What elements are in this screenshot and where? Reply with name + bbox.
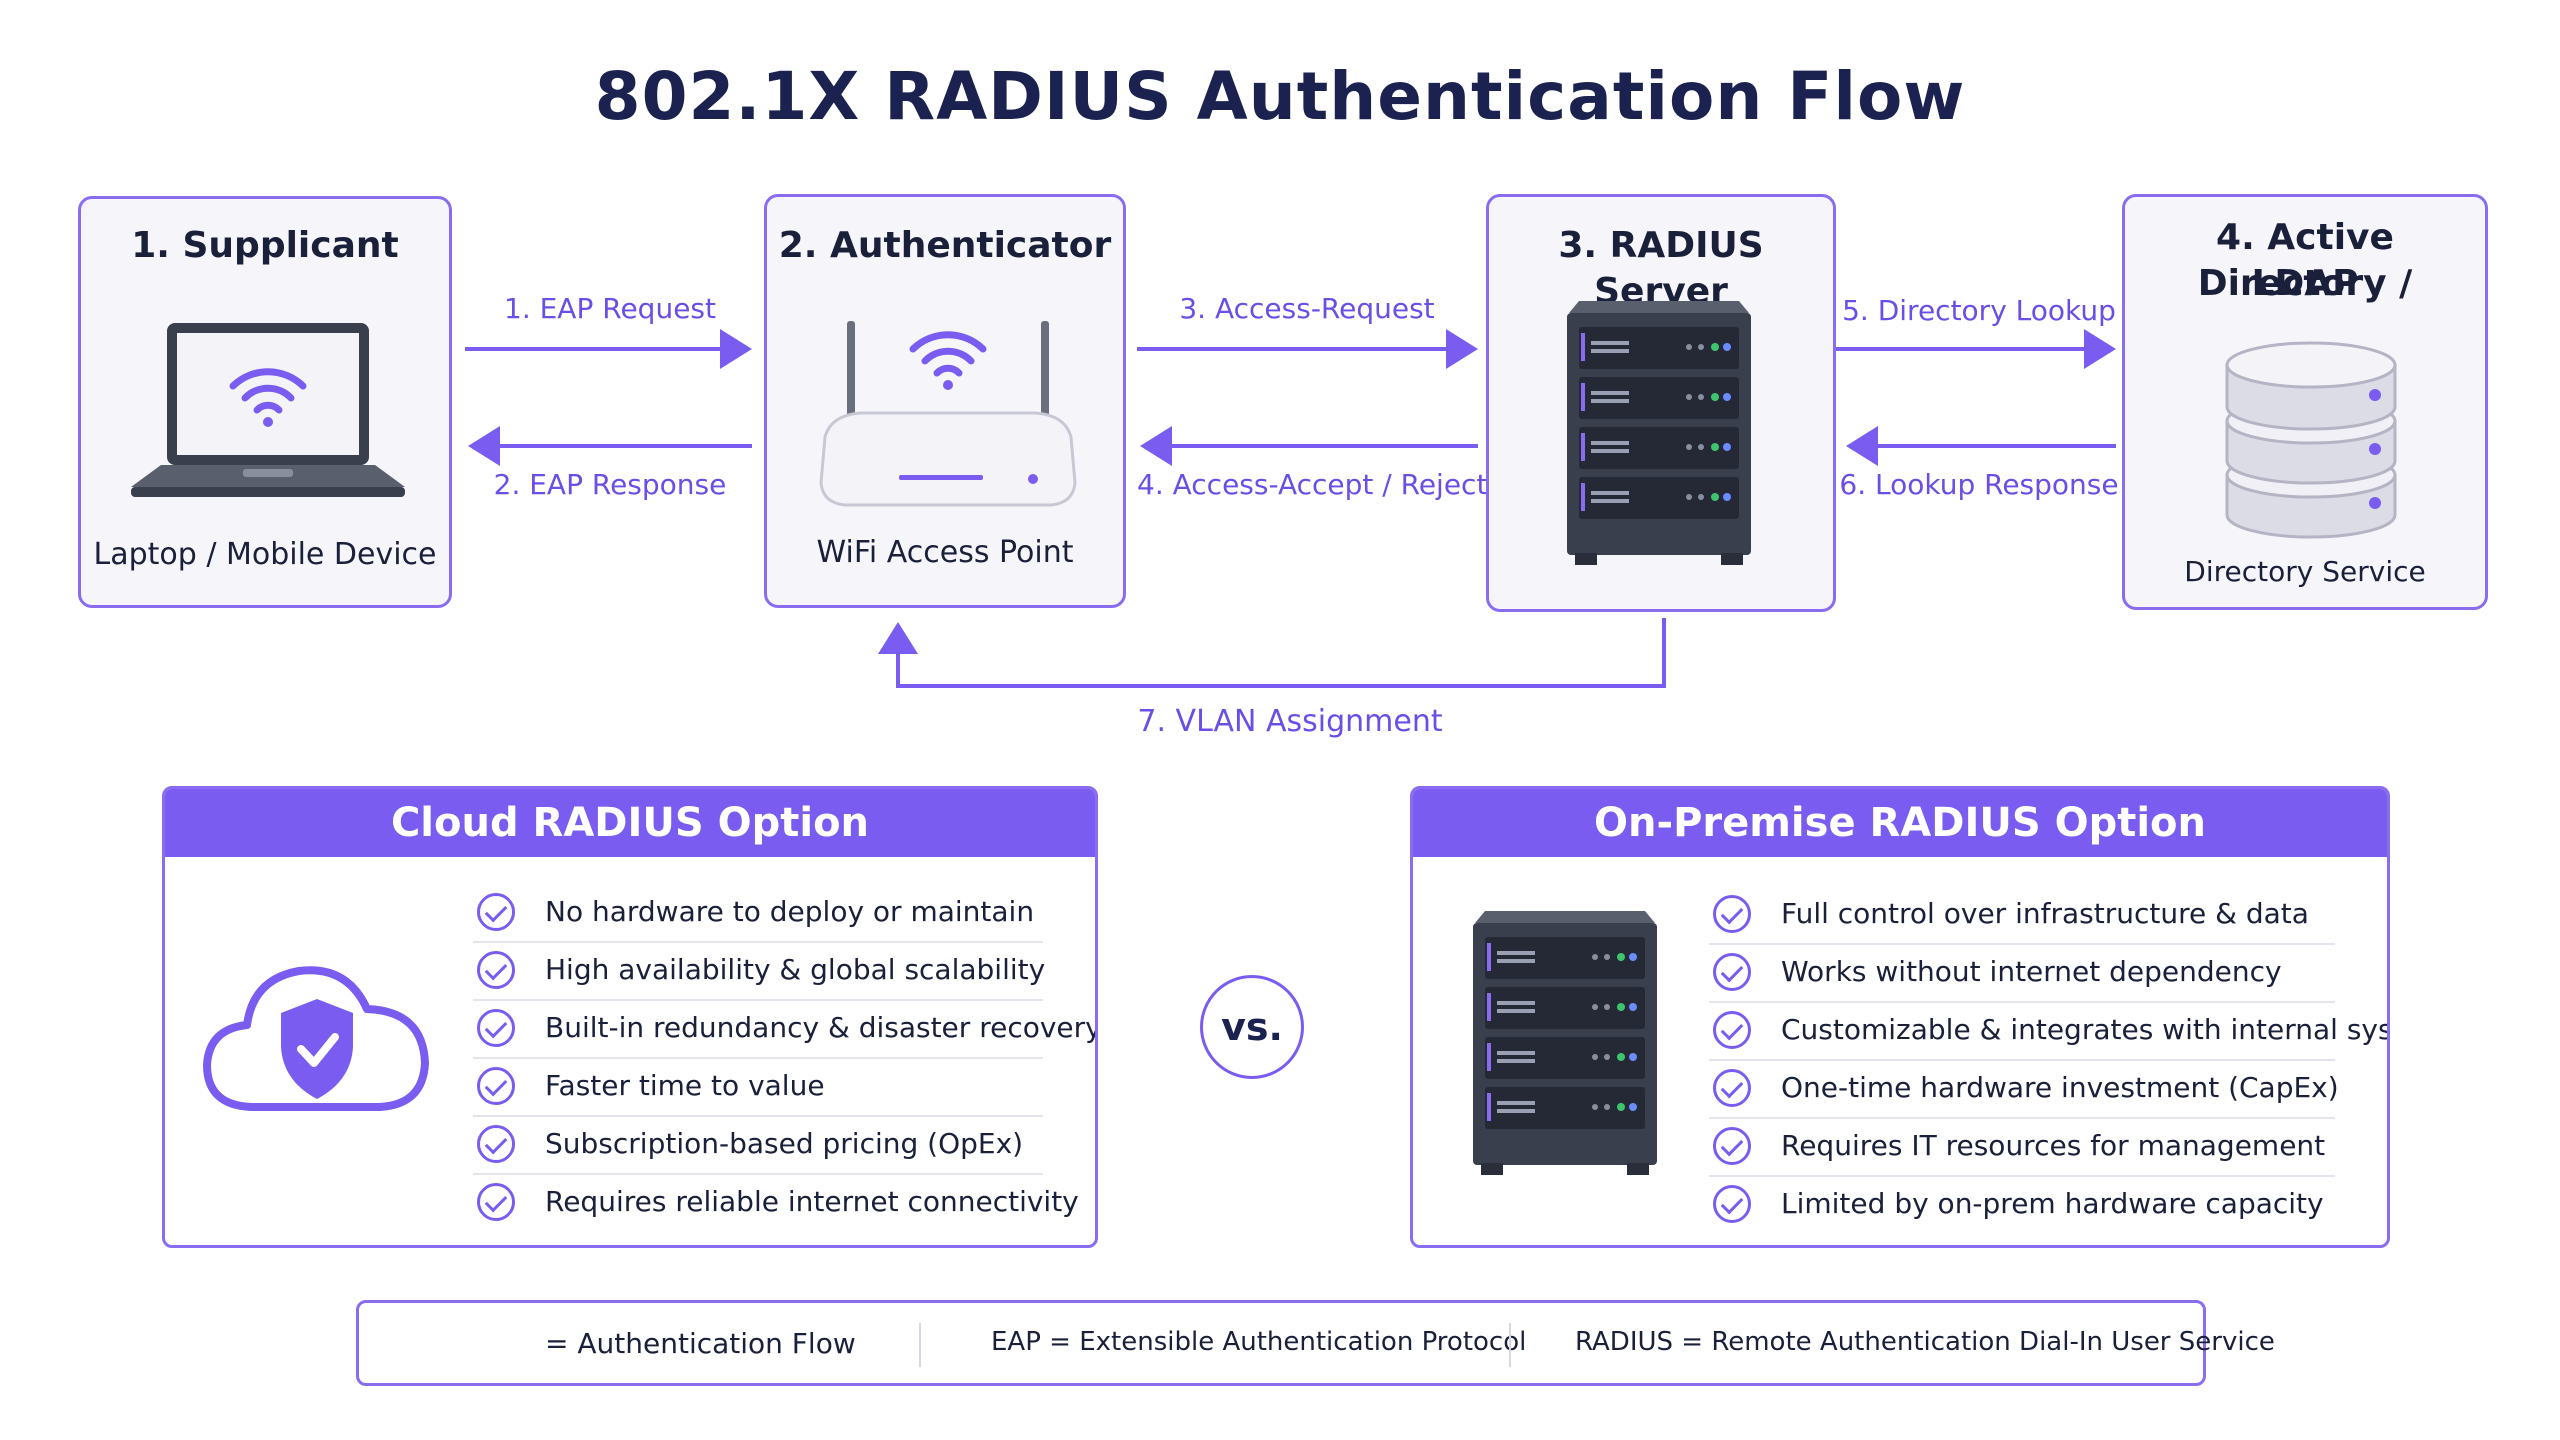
check-circle-icon <box>477 893 515 931</box>
node-title-line1: 4. Active Directory / <box>2197 217 2413 304</box>
flow-label-vlan-assignment: 7. VLAN Assignment <box>1137 704 1443 739</box>
node-subtitle: Laptop / Mobile Device <box>93 537 437 572</box>
check-circle-icon <box>477 1009 515 1047</box>
onprem-radius-panel: On-Premise RADIUS Option <box>1410 786 2390 1248</box>
check-circle-icon <box>477 951 515 989</box>
onprem-feature-list: Full control over infrastructure & data … <box>1709 887 2387 1235</box>
list-item: No hardware to deploy or maintain <box>473 885 1043 943</box>
list-item: One-time hardware investment (CapEx) <box>1709 1061 2339 1119</box>
node-title: 1. Supplicant <box>131 225 399 266</box>
list-item: Requires reliable internet connectivity <box>473 1175 1079 1233</box>
flow-label-eap-response: 2. EAP Response <box>493 468 727 501</box>
wifi-access-point-icon <box>819 321 1077 507</box>
legend-eap: EAP = Extensible Authentication Protocol <box>991 1327 1527 1357</box>
legend-divider <box>1509 1323 1511 1367</box>
list-item: Subscription-based pricing (OpEx) <box>473 1117 1043 1175</box>
node-radius-server: 3. RADIUS Server <box>1486 194 1836 612</box>
check-circle-icon <box>1713 895 1751 933</box>
panel-header: Cloud RADIUS Option <box>165 789 1095 857</box>
check-circle-icon <box>1713 1127 1751 1165</box>
list-item: Built-in redundancy & disaster recovery <box>473 1001 1095 1059</box>
node-title-line2: LDAP <box>2251 263 2359 304</box>
legend-radius: RADIUS = Remote Authentication Dial-In U… <box>1575 1327 2275 1357</box>
check-circle-icon <box>477 1125 515 1163</box>
database-icon <box>2225 341 2397 539</box>
flow-label-eap-request: 1. EAP Request <box>504 292 716 325</box>
flow-label-access-accept: 4. Access-Accept / Reject <box>1137 468 1488 501</box>
list-item: Works without internet dependency <box>1709 945 2335 1003</box>
check-circle-icon <box>477 1183 515 1221</box>
list-item: Customizable & integrates with internal … <box>1709 1003 2387 1061</box>
panel-header: On-Premise RADIUS Option <box>1413 789 2387 857</box>
check-circle-icon <box>1713 953 1751 991</box>
node-active-directory: 4. Active Directory / LDAP Directory Ser… <box>2122 194 2488 610</box>
check-circle-icon <box>477 1067 515 1105</box>
list-item: Full control over infrastructure & data <box>1709 887 2335 945</box>
node-authenticator: 2. Authenticator WiFi Access Point <box>764 194 1126 608</box>
server-rack-icon <box>1473 911 1657 1175</box>
flow-label-lookup-response: 6. Lookup Response <box>1839 468 2119 501</box>
check-circle-icon <box>1713 1011 1751 1049</box>
list-item: High availability & global scalability <box>473 943 1045 1001</box>
page-title: 802.1X RADIUS Authentication Flow <box>594 58 1966 135</box>
flow-label-directory-lookup: 5. Directory Lookup <box>1842 294 2116 327</box>
node-subtitle: WiFi Access Point <box>816 535 1074 570</box>
legend-divider <box>919 1323 921 1367</box>
check-circle-icon <box>1713 1185 1751 1223</box>
list-item: Faster time to value <box>473 1059 1043 1117</box>
legend: = Authentication Flow EAP = Extensible A… <box>356 1300 2275 1386</box>
server-rack-icon <box>1567 301 1751 565</box>
node-supplicant: 1. Supplicant Laptop / Mobile Device <box>78 196 452 608</box>
versus-badge: vs. <box>1200 975 1304 1079</box>
list-item: Limited by on-prem hardware capacity <box>1709 1177 2335 1235</box>
check-circle-icon <box>1713 1069 1751 1107</box>
cloud-feature-list: No hardware to deploy or maintain High a… <box>473 885 1095 1233</box>
arrow-vlan-assignment <box>878 618 1666 688</box>
cloud-shield-icon <box>203 966 429 1111</box>
flow-label-access-request: 3. Access-Request <box>1179 292 1435 325</box>
legend-flow: = Authentication Flow <box>545 1327 856 1360</box>
list-item: Requires IT resources for management <box>1709 1119 2335 1177</box>
cloud-radius-panel: Cloud RADIUS Option No hardware to deplo… <box>162 786 1098 1248</box>
laptop-icon <box>131 323 405 497</box>
node-subtitle: Directory Service <box>2184 555 2426 588</box>
node-title: 2. Authenticator <box>778 225 1112 266</box>
